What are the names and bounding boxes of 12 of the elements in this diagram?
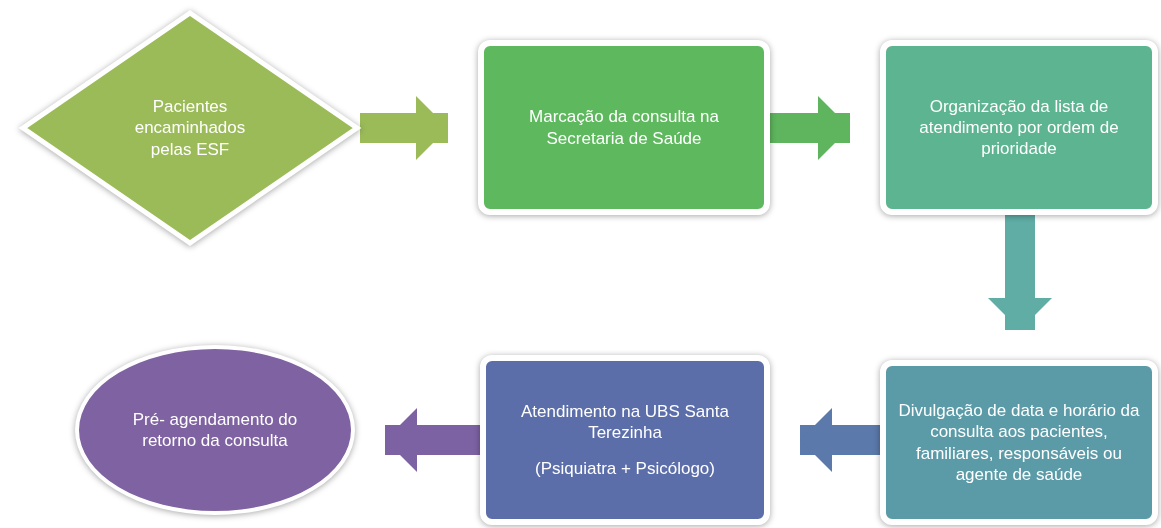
block-arrow — [385, 408, 480, 472]
block-arrow — [988, 215, 1052, 330]
block-arrow — [770, 96, 850, 160]
block-arrow — [800, 408, 880, 472]
node-text: Atendimento na UBS Santa Terezinha — [520, 401, 730, 444]
node-text: Pré- agendamento do retorno da consulta — [131, 408, 299, 452]
node-text: Divulgação de data e horário da consulta aos pacientes, familiares, responsáveis ou agente de saúde — [898, 400, 1140, 485]
node-text: (Psiquiatra + Psicólogo) — [535, 457, 715, 479]
node-text: Pacientes encaminhados pelas ESF — [133, 96, 247, 160]
node-text: Organização da lista de atendimento por ordem de prioridade — [918, 95, 1120, 160]
node-text: Marcação da consulta na Secretaria de Saúde — [528, 106, 720, 149]
block-arrow — [360, 96, 448, 160]
